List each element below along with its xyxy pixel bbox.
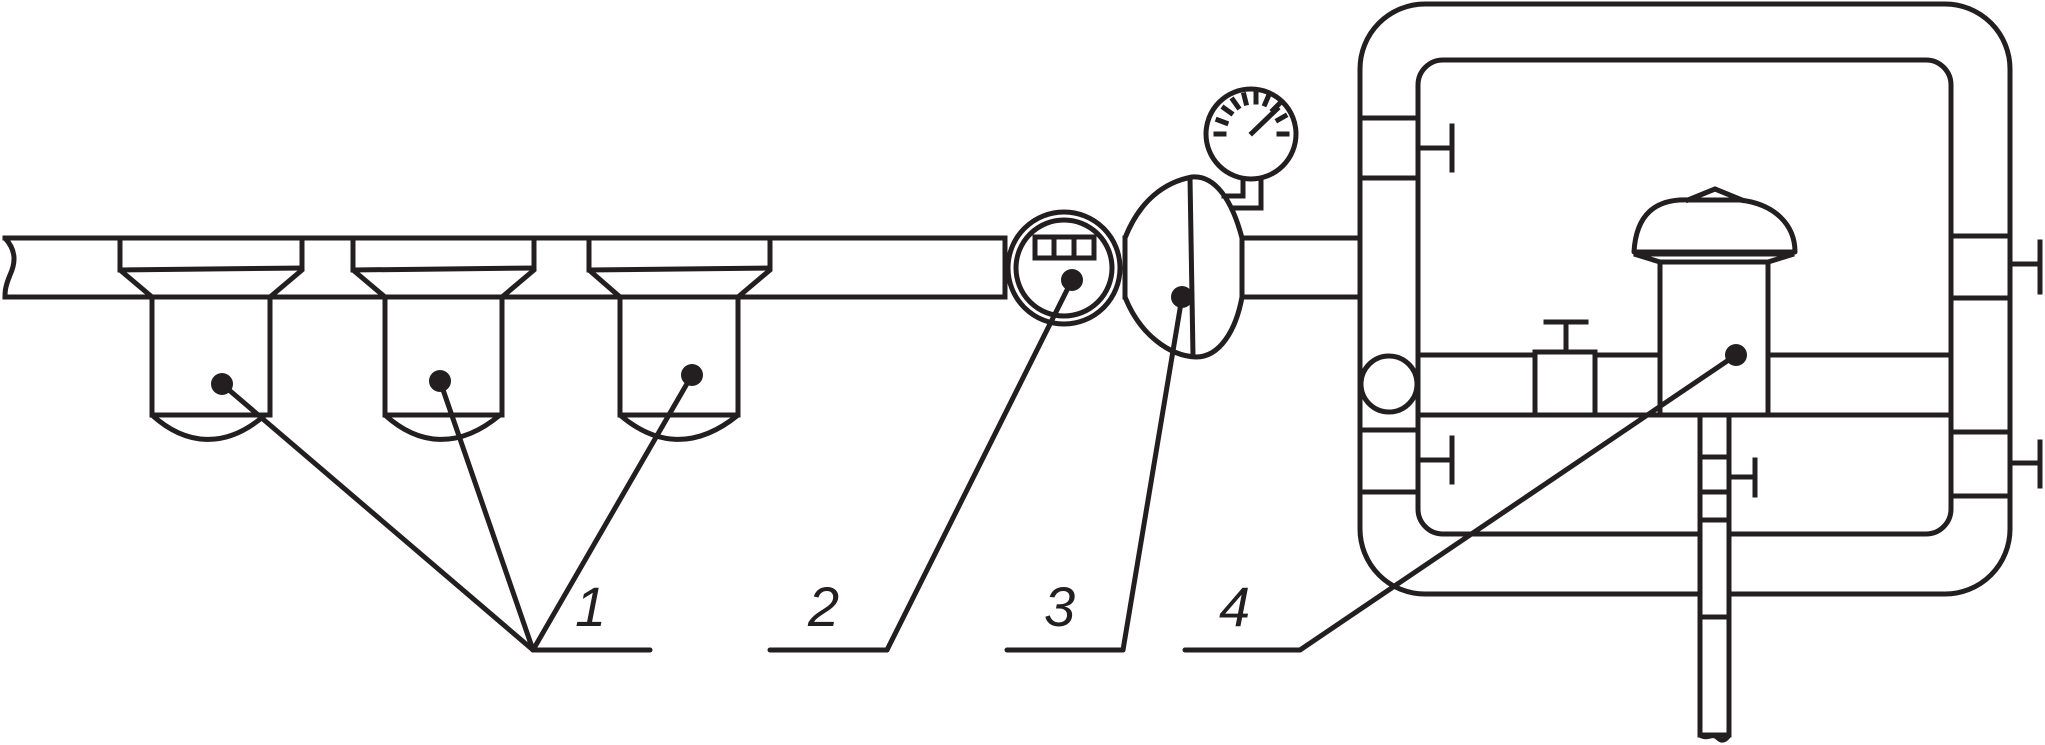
filter-unit [1122,174,1264,360]
heater-enclosure [1357,1,2043,743]
pressure-gauge-icon [1203,86,1299,182]
flow-meter [1005,209,1123,327]
label-1: 1 [575,575,606,638]
leader-dots [211,269,1747,395]
container-3 [586,235,773,442]
label-4: 4 [1219,575,1250,638]
container-1 [117,235,305,442]
label-3: 3 [1044,575,1075,638]
connecting-pipe [1239,235,1363,300]
leader-lines [219,277,1739,653]
label-2: 2 [807,575,839,638]
container-2 [350,235,537,442]
